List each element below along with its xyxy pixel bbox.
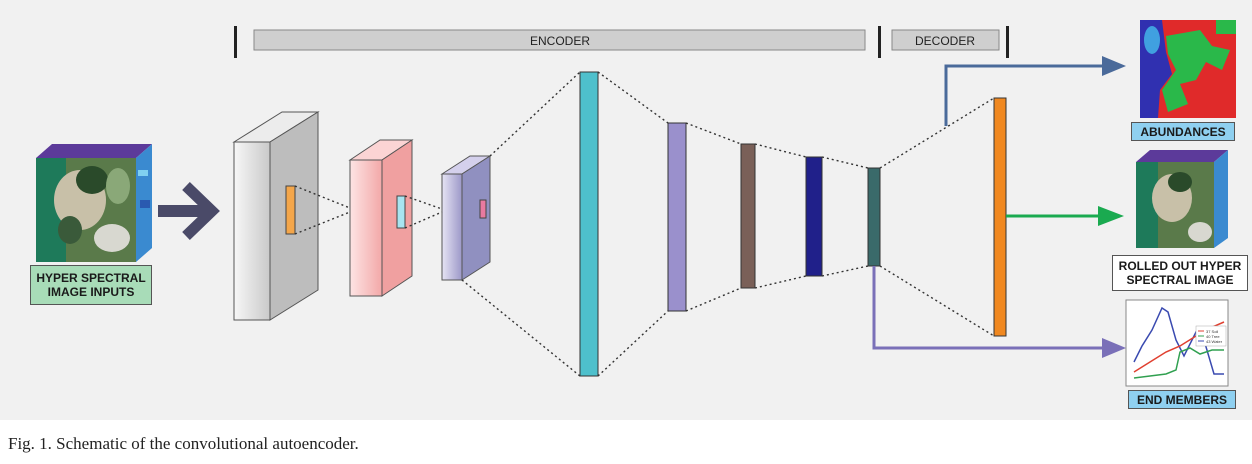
dense-layer-lavender (667, 122, 687, 312)
decoder-output-layer (993, 97, 1007, 337)
end-members-plot: 37 Soil 40 Tree 43 Water (1125, 299, 1229, 387)
legend-soil: 37 Soil (1206, 329, 1218, 334)
end-members-arrow (872, 266, 1126, 358)
bottleneck-layer (867, 167, 881, 267)
kernel-1 (285, 185, 296, 235)
input-label-text: HYPER SPECTRAL IMAGE INPUTS (36, 271, 146, 299)
connector-lines (294, 71, 995, 377)
figure-caption: Fig. 1. Schematic of the convolutional a… (8, 434, 359, 453)
input-arrow (158, 182, 220, 240)
conv-block-1 (232, 111, 320, 321)
reconstruction-arrow (1006, 206, 1124, 226)
dense-layer-navy (805, 156, 823, 277)
rolled-out-label: ROLLED OUT HYPER SPECTRAL IMAGE (1112, 255, 1248, 291)
kernel-2 (396, 195, 406, 229)
dense-layer-cyan (579, 71, 599, 377)
encoder-header: ENCODER (234, 26, 881, 58)
kernel-3 (479, 199, 487, 219)
conv-block-3 (440, 155, 492, 281)
abundances-label: ABUNDANCES (1131, 122, 1235, 141)
rolled-out-label-text: ROLLED OUT HYPER SPECTRAL IMAGE (1118, 259, 1242, 287)
abundances-arrow (944, 56, 1126, 126)
end-members-label-text: END MEMBERS (1136, 393, 1227, 407)
tree-curve (1133, 347, 1224, 379)
legend-water: 43 Water (1206, 339, 1223, 344)
input-label: HYPER SPECTRAL IMAGE INPUTS (30, 265, 152, 305)
legend-tree: 40 Tree (1206, 334, 1220, 339)
decoder-header: DECODER (891, 26, 1009, 58)
input-hyperspectral-cube (36, 144, 152, 262)
end-members-label: END MEMBERS (1128, 390, 1236, 409)
conv-block-2 (348, 139, 414, 297)
diagram-canvas: ENCODER DECODER (0, 0, 1252, 420)
decoder-label: DECODER (915, 34, 975, 48)
abundances-map (1140, 20, 1236, 118)
dense-layer-brown (740, 143, 756, 289)
rolled-out-cube (1136, 150, 1228, 248)
encoder-label: ENCODER (530, 34, 590, 48)
autoencoder-diagram: ENCODER DECODER (36, 20, 1236, 387)
abundances-label-text: ABUNDANCES (1140, 125, 1226, 139)
